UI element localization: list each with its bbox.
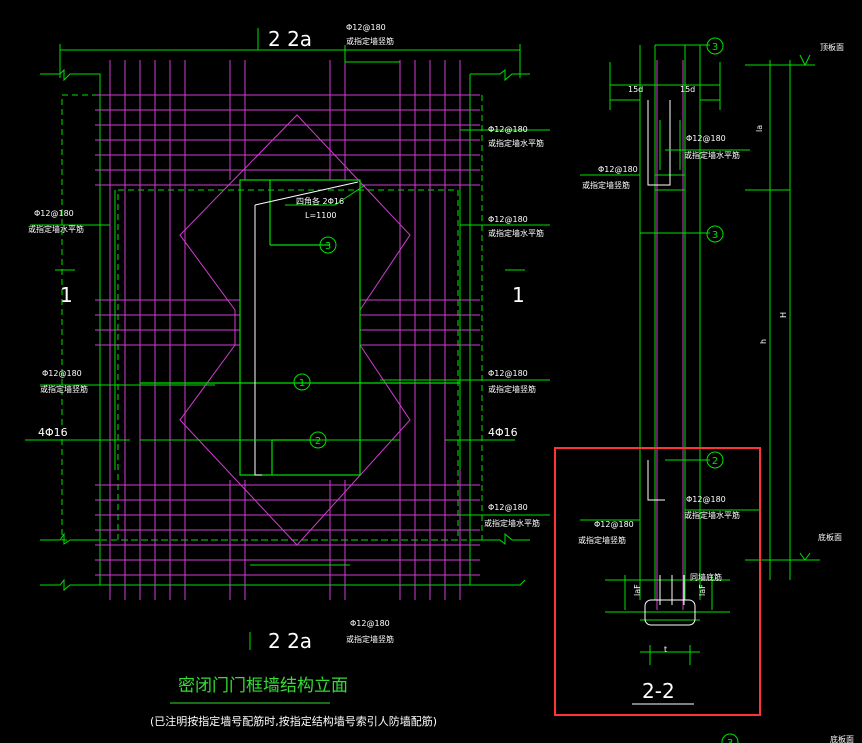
- marker-3: 3: [319, 236, 337, 254]
- right-sub-1: 或指定墙水平筋: [488, 138, 544, 148]
- section-sub-3: 或指定墙水平筋: [684, 510, 740, 520]
- dim-15d-right: 15d: [680, 85, 695, 94]
- dim-laF-left: laF: [633, 584, 642, 596]
- bottom-level-label: 底板面: [818, 532, 842, 542]
- leader-lines: [25, 45, 550, 650]
- section-spec-1: Φ12@180: [686, 134, 726, 143]
- right-spec-2: Φ12@180: [488, 215, 528, 224]
- left-sub-2: 或指定墙竖筋: [40, 384, 88, 394]
- right-spec-1: Φ12@180: [488, 125, 528, 134]
- right-sub-2: 或指定墙水平筋: [488, 228, 544, 238]
- section-spec-3: Φ12@180: [686, 495, 726, 504]
- section-sub-1: 或指定墙水平筋: [684, 150, 740, 160]
- right-sub-4: 或指定墙水平筋: [484, 518, 540, 528]
- section-spec-2: Φ12@180: [598, 165, 638, 174]
- left-bars-label: 4Φ16: [38, 426, 68, 439]
- section-sub-2: 或指定墙竖筋: [582, 180, 630, 190]
- top-level-label: 顶板面: [820, 42, 844, 52]
- dim-h: h: [759, 339, 768, 344]
- dim-la: la: [755, 125, 764, 132]
- elevation-view: 2 2a: [25, 23, 550, 728]
- svg-text:3: 3: [325, 241, 331, 252]
- marker-1: 1: [293, 373, 311, 391]
- section-1-right: 1: [512, 283, 525, 307]
- section-mark-bottom: 2 2a: [268, 629, 312, 653]
- bottom-spec: Φ12@180: [350, 619, 390, 628]
- dim-laF-right: laF: [698, 584, 707, 596]
- svg-text:2: 2: [315, 436, 321, 447]
- section-view: 3 3 2 3 15d 15d Φ12@180 或指定墙水平筋 Φ12@180 …: [578, 37, 854, 743]
- section-rebar: [656, 60, 684, 610]
- dim-H: H: [779, 312, 788, 318]
- dim-15d-left: 15d: [628, 85, 643, 94]
- left-spec-2: Φ12@180: [42, 369, 82, 378]
- svg-text:3: 3: [727, 738, 733, 743]
- section-level-lines: [624, 54, 820, 665]
- section-marker-2: 2: [706, 451, 724, 469]
- top-spec: Φ12@180: [346, 23, 386, 32]
- highlight-box: [554, 447, 761, 716]
- svg-text:2: 2: [712, 456, 718, 467]
- svg-text:3: 3: [712, 230, 718, 241]
- elevation-note: (已注明按指定墙号配筋时,按指定结构墙号索引人防墙配筋): [150, 714, 437, 728]
- section-marker-3-mid: 3: [706, 225, 724, 243]
- dim-t: t: [664, 645, 667, 654]
- section-spec-4: Φ12@180: [594, 520, 634, 529]
- elevation-top-dimension: [59, 28, 521, 78]
- right-sub-3: 或指定墙竖筋: [488, 384, 536, 394]
- door-frame-white: [254, 181, 359, 476]
- bottom-sub: 或指定墙竖筋: [346, 634, 394, 644]
- section-marker-3-top: 3: [706, 37, 724, 55]
- elevation-title: 密闭门门框墙结构立面: [178, 676, 348, 696]
- left-spec-1: Φ12@180: [34, 209, 74, 218]
- svg-text:1: 1: [299, 378, 305, 389]
- section-title: 2-2: [642, 679, 675, 703]
- rebar-grid: [95, 60, 480, 600]
- bottom-right-level-label: 底板面: [830, 734, 854, 743]
- section-mark-top: 2 2a: [268, 27, 312, 51]
- section-bottom-note: 同墙底筋: [690, 572, 722, 582]
- svg-text:3: 3: [712, 42, 718, 53]
- top-sub: 或指定墙竖筋: [346, 36, 394, 46]
- right-bars-label: 4Φ16: [488, 426, 518, 439]
- section-sub-4: 或指定墙竖筋: [578, 535, 626, 545]
- section-1-left: 1: [60, 283, 73, 307]
- right-spec-3: Φ12@180: [488, 369, 528, 378]
- wall-outline: [40, 68, 530, 592]
- section-leaders: [580, 44, 760, 521]
- right-spec-4: Φ12@180: [488, 503, 528, 512]
- section-rebar-white: [644, 100, 696, 626]
- left-sub-1: 或指定墙水平筋: [28, 224, 84, 234]
- diag-length-label: L=1100: [305, 211, 337, 220]
- section-marker-bottom-partial: 3: [721, 733, 739, 743]
- diag-bars-label: 四角各 2Φ16: [296, 196, 344, 206]
